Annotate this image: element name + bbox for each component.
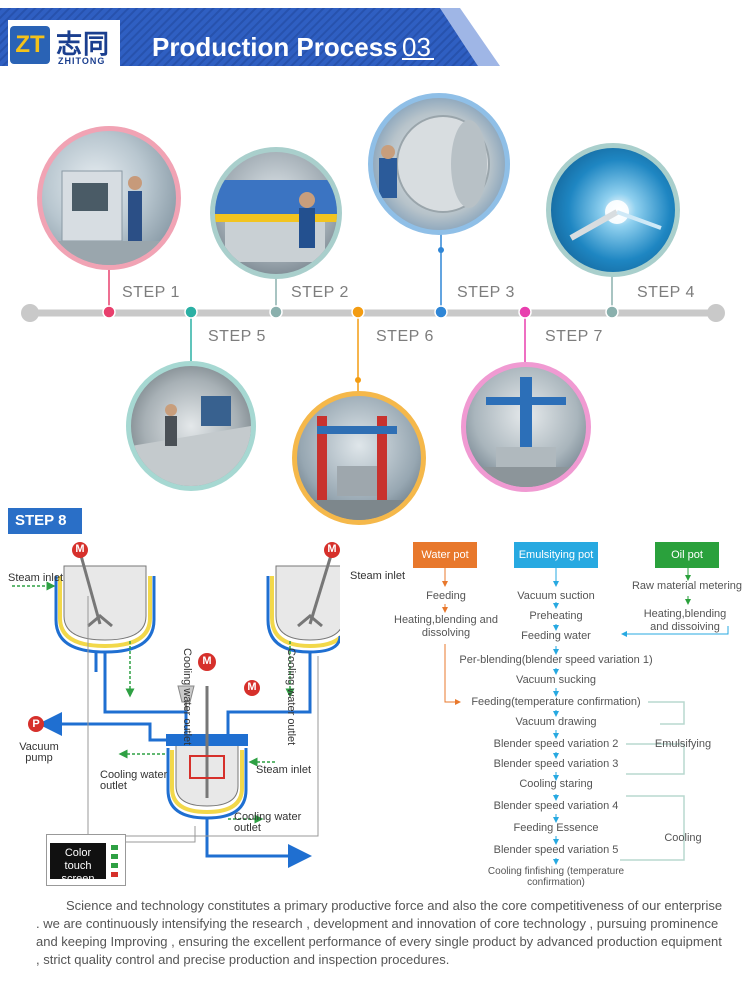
pipe-discharge bbox=[205, 818, 312, 868]
steam-inlet-right-label: Steam inlet bbox=[350, 570, 406, 582]
pipe-left-to-center bbox=[103, 652, 188, 734]
cooling-outlet-center-left-label: Cooling water outlet bbox=[100, 769, 168, 792]
oil-step-2: Heating,blending and dissoiving bbox=[643, 608, 727, 633]
photo-step-3 bbox=[368, 93, 510, 235]
oil-step-1: Raw material metering bbox=[631, 580, 743, 592]
pipe-vacuum bbox=[38, 712, 166, 742]
photo-step-1 bbox=[37, 126, 181, 270]
oil-pot-header: Oil pot bbox=[655, 542, 719, 568]
welding-column-icon bbox=[466, 377, 586, 487]
emulsify-step-9: Blender speed variation 3 bbox=[493, 758, 619, 770]
company-statement: Science and technology constitutes a pri… bbox=[36, 898, 723, 967]
control-wire-right bbox=[126, 656, 319, 837]
photo-step-4 bbox=[546, 143, 680, 277]
page-title: Production Process bbox=[152, 32, 398, 62]
logo-english-name: ZHITONG bbox=[58, 56, 106, 66]
emulsify-step-13: Blender speed variation 5 bbox=[493, 844, 619, 856]
emulsify-step-2: Preheating bbox=[529, 610, 583, 622]
equipment-schematic bbox=[12, 542, 340, 868]
emulsify-step-10: Cooling staring bbox=[519, 778, 593, 790]
motor-left-label: M bbox=[75, 543, 85, 555]
right-tank bbox=[266, 542, 340, 654]
section-number: 03 bbox=[402, 32, 431, 62]
photo-step-7 bbox=[461, 362, 591, 492]
welding-gantry-icon bbox=[297, 416, 421, 520]
small-dot-step-6 bbox=[355, 377, 361, 383]
motor-right-label: M bbox=[327, 543, 337, 555]
water-step-2: Heating,blending and dissolving bbox=[394, 614, 498, 639]
photo-step-5 bbox=[126, 361, 256, 491]
left-tank bbox=[54, 542, 156, 654]
photo-step-2 bbox=[210, 147, 342, 279]
dot-step-3 bbox=[434, 305, 448, 319]
step-1-label: STEP 1 bbox=[122, 284, 180, 301]
emulsifying-pot-header: Emulsitying pot bbox=[514, 542, 598, 568]
emulsify-step-8: Blender speed variation 2 bbox=[493, 738, 619, 750]
water-pot-header: Water pot bbox=[413, 542, 477, 568]
group-cooling-label: Cooling bbox=[664, 832, 702, 844]
cnc-machine-icon bbox=[42, 170, 176, 265]
small-dot-step-3 bbox=[438, 247, 444, 253]
logo-chinese-name: 志同 bbox=[56, 30, 111, 60]
step-3-label: STEP 3 bbox=[457, 284, 515, 301]
water-step-1: Feeding bbox=[426, 590, 466, 602]
welding-spark-icon bbox=[569, 200, 662, 241]
emulsify-step-7: Vacuum drawing bbox=[515, 716, 597, 728]
header-banner: ZT 志同 ZHITONG Production Process 03 bbox=[0, 8, 750, 70]
step-2-label: STEP 2 bbox=[291, 284, 349, 301]
cooling-outlet-left-label: Cooling water outlet bbox=[181, 648, 193, 746]
emulsify-step-5: Vacuum sucking bbox=[516, 674, 596, 686]
group-emulsifying-label: Emulsifying bbox=[654, 738, 712, 750]
control-panel-label: Color touch screen bbox=[50, 843, 106, 885]
cooling-outlet-bottom-label: Cooling water outlet bbox=[234, 811, 302, 834]
control-wire-center bbox=[126, 826, 196, 843]
cooling-outlet-right-label: Cooling water outlet bbox=[285, 648, 297, 746]
shearing-machine-icon bbox=[215, 180, 337, 262]
pump-badge-label: P bbox=[32, 718, 40, 730]
photo-step-6 bbox=[292, 391, 426, 525]
motor-vacuum-label: M bbox=[247, 681, 257, 693]
dot-step-2 bbox=[269, 305, 283, 319]
vacuum-pump-label: Vacuum pump bbox=[19, 741, 59, 764]
pipe-right-to-center bbox=[226, 652, 312, 734]
panel-indicator-lights bbox=[111, 845, 118, 877]
step-7-label: STEP 7 bbox=[545, 328, 603, 345]
dot-step-4 bbox=[605, 305, 619, 319]
timeline-end-left bbox=[21, 304, 39, 322]
dot-step-1 bbox=[102, 305, 116, 319]
steam-inlet-center-label: Steam inlet bbox=[256, 764, 312, 776]
emulsify-step-1: Vacuum suction bbox=[517, 590, 595, 602]
vacuum-pump-icon bbox=[28, 716, 44, 732]
dot-step-7 bbox=[518, 305, 532, 319]
emulsify-step-12: Feeding Essence bbox=[513, 822, 599, 834]
emulsify-step-11: Blender speed variation 4 bbox=[493, 800, 619, 812]
sheet-processing-icon bbox=[131, 396, 251, 486]
step-5-label: STEP 5 bbox=[208, 328, 266, 345]
step-6-label: STEP 6 bbox=[376, 328, 434, 345]
steam-inlet-left-label: Steam inlet bbox=[8, 572, 64, 584]
timeline-end-right bbox=[707, 304, 725, 322]
step-8-badge: STEP 8 bbox=[8, 508, 82, 534]
color-touch-screen-panel: Color touch screen bbox=[46, 834, 126, 886]
emulsify-step-3: Feeding water bbox=[521, 630, 591, 642]
emulsify-step-14: Cooling finfishing (temperature confirma… bbox=[487, 866, 625, 888]
logo: ZT 志同 ZHITONG bbox=[8, 20, 120, 68]
step-4-label: STEP 4 bbox=[637, 284, 695, 301]
dot-step-6 bbox=[351, 305, 365, 319]
emulsify-step-6: Feeding(temperature confirmation) bbox=[471, 696, 641, 708]
number-underline bbox=[402, 58, 434, 60]
motor-center-label: M bbox=[202, 655, 212, 667]
dot-step-5 bbox=[184, 305, 198, 319]
emulsify-step-4: Per-blending(blender speed variation 1) bbox=[459, 654, 653, 666]
flow-connectors bbox=[442, 568, 729, 865]
logo-mark-icon: ZT bbox=[10, 26, 50, 64]
steel-cylinder-icon bbox=[379, 115, 490, 213]
